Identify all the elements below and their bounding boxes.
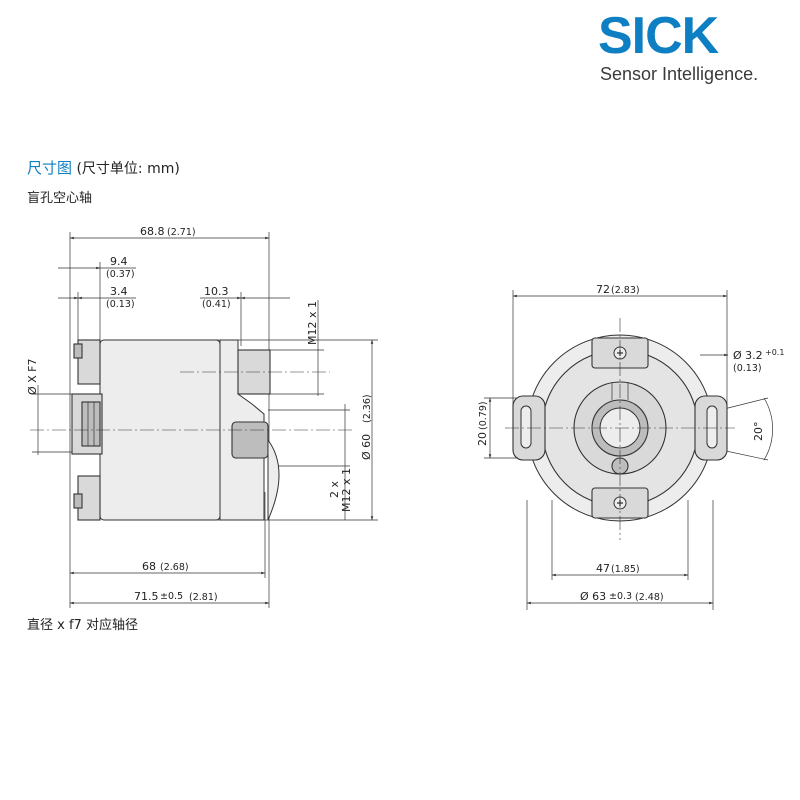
shaft-hub-inner <box>81 401 101 447</box>
slot-right-hole <box>706 405 718 449</box>
dim-72: 72 <box>596 283 610 296</box>
flange-top <box>77 339 101 385</box>
footnote: 直径 x f7 对应轴径 <box>27 618 138 633</box>
dim-47: 47 <box>596 562 610 575</box>
title-main: 尺寸图 <box>27 159 73 177</box>
dim-dia-63-tol: ±0.3 <box>609 591 632 602</box>
screw-bottom <box>73 493 83 509</box>
connector-side <box>231 421 269 459</box>
dim-20: 20 <box>476 432 489 446</box>
dim-10-3: 10.3 <box>204 285 229 298</box>
dim-9-4-in: (0.37) <box>106 269 135 280</box>
dim-2x: 2 x <box>328 481 341 498</box>
dim-dia-60: Ø 60 <box>360 434 373 460</box>
page-subtitle: 盲孔空心轴 <box>27 191 93 206</box>
dim-68: 68 <box>142 560 156 573</box>
logo-tagline: Sensor Intelligence. <box>600 64 759 84</box>
dim-3-4: 3.4 <box>110 285 128 298</box>
dim-angle: 20° <box>752 422 765 442</box>
dim-dia-63: Ø 63 <box>580 590 606 603</box>
dim-71-5-tol: ±0.5 <box>160 591 183 602</box>
screw-top <box>73 343 83 359</box>
dim-9-4: 9.4 <box>110 255 128 268</box>
dim-hole: Ø 3.2 <box>733 349 763 362</box>
dim-68-in: (2.68) <box>160 562 189 573</box>
dim-m12-bottom: M12 x 1 <box>340 468 353 512</box>
dim-10-3-in: (0.41) <box>202 299 231 310</box>
dim-68-8-in: (2.71) <box>167 227 196 238</box>
dim-47-in: (1.85) <box>611 564 640 575</box>
dim-dia-60-in: (2.36) <box>362 394 373 423</box>
sick-logo: SICK <box>598 7 719 65</box>
dim-dia-63-in: (2.48) <box>635 592 664 603</box>
page-title: 尺寸图 (尺寸单位: mm) <box>27 157 180 178</box>
dim-72-in: (2.83) <box>611 285 640 296</box>
dim-hole-tol: +0.1 <box>765 348 784 357</box>
dim-shaft-dia: Ø X F7 <box>26 358 39 395</box>
dim-71-5-in: (2.81) <box>189 592 218 603</box>
side-view: 68.8 (2.71) 9.4 (0.37) 3.4 (0.13) 10.3 (… <box>26 225 378 608</box>
dim-hole-in: (0.13) <box>733 363 762 374</box>
dim-m12-top: M12 x 1 <box>306 301 319 345</box>
front-view: 72 (2.83) Ø 3.2 +0.1 (0.13) 20 (0.79) 20… <box>476 283 784 610</box>
title-unit: (尺寸单位: mm) <box>76 161 180 177</box>
dim-71-5: 71.5 <box>134 590 159 603</box>
dim-68-8: 68.8 <box>140 225 165 238</box>
dim-20-in: (0.79) <box>478 401 489 430</box>
dim-3-4-in: (0.13) <box>106 299 135 310</box>
connector-cap <box>267 438 280 521</box>
slot-left-hole <box>520 405 532 449</box>
